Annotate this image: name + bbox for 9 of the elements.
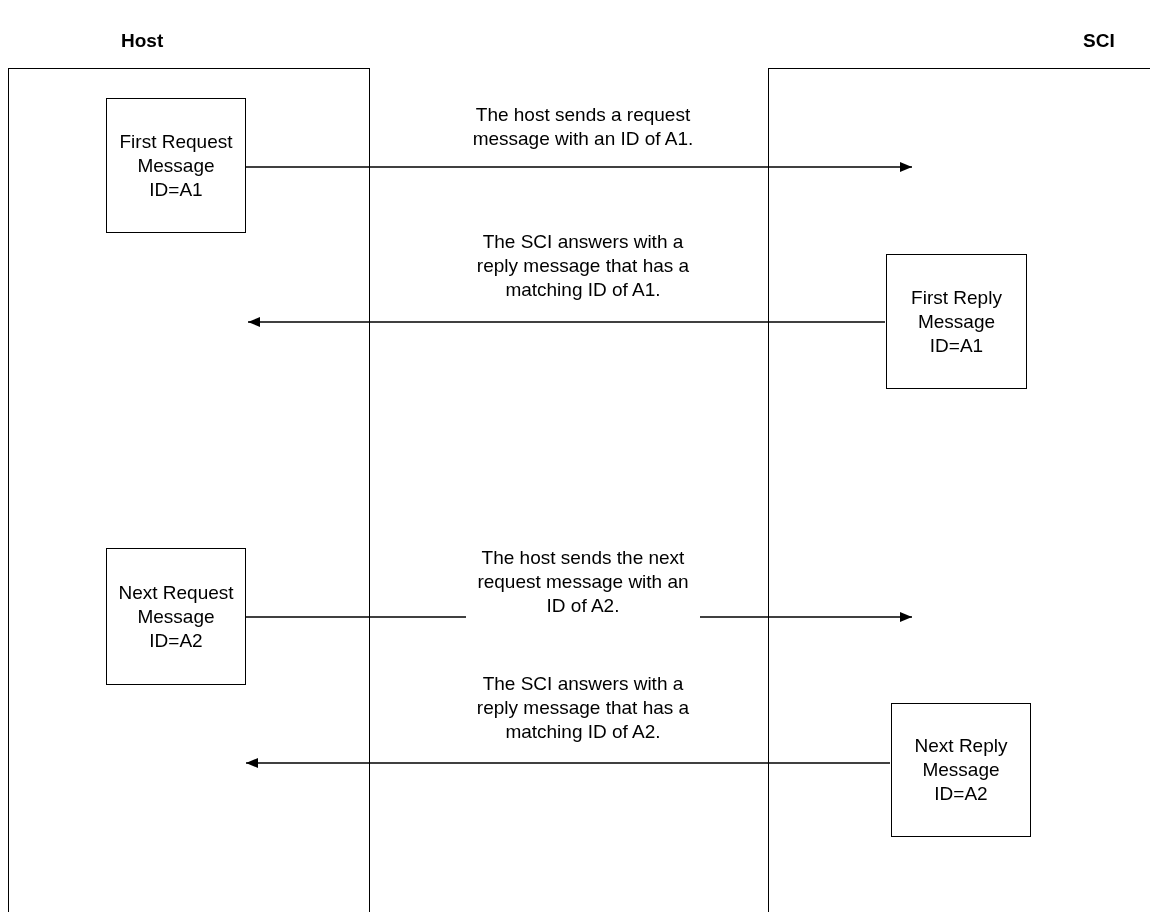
message-box: First Reply Message ID=A1 — [886, 254, 1027, 389]
column-heading: SCI — [1083, 30, 1115, 52]
column-heading: Host — [121, 30, 164, 52]
arrow — [247, 317, 886, 327]
message-box: First Request Message ID=A1 — [106, 98, 246, 233]
message-box: Next Reply Message ID=A2 — [891, 703, 1031, 837]
arrow — [244, 162, 913, 172]
message-box: Next Request Message ID=A2 — [106, 548, 246, 685]
arrow — [245, 758, 891, 768]
